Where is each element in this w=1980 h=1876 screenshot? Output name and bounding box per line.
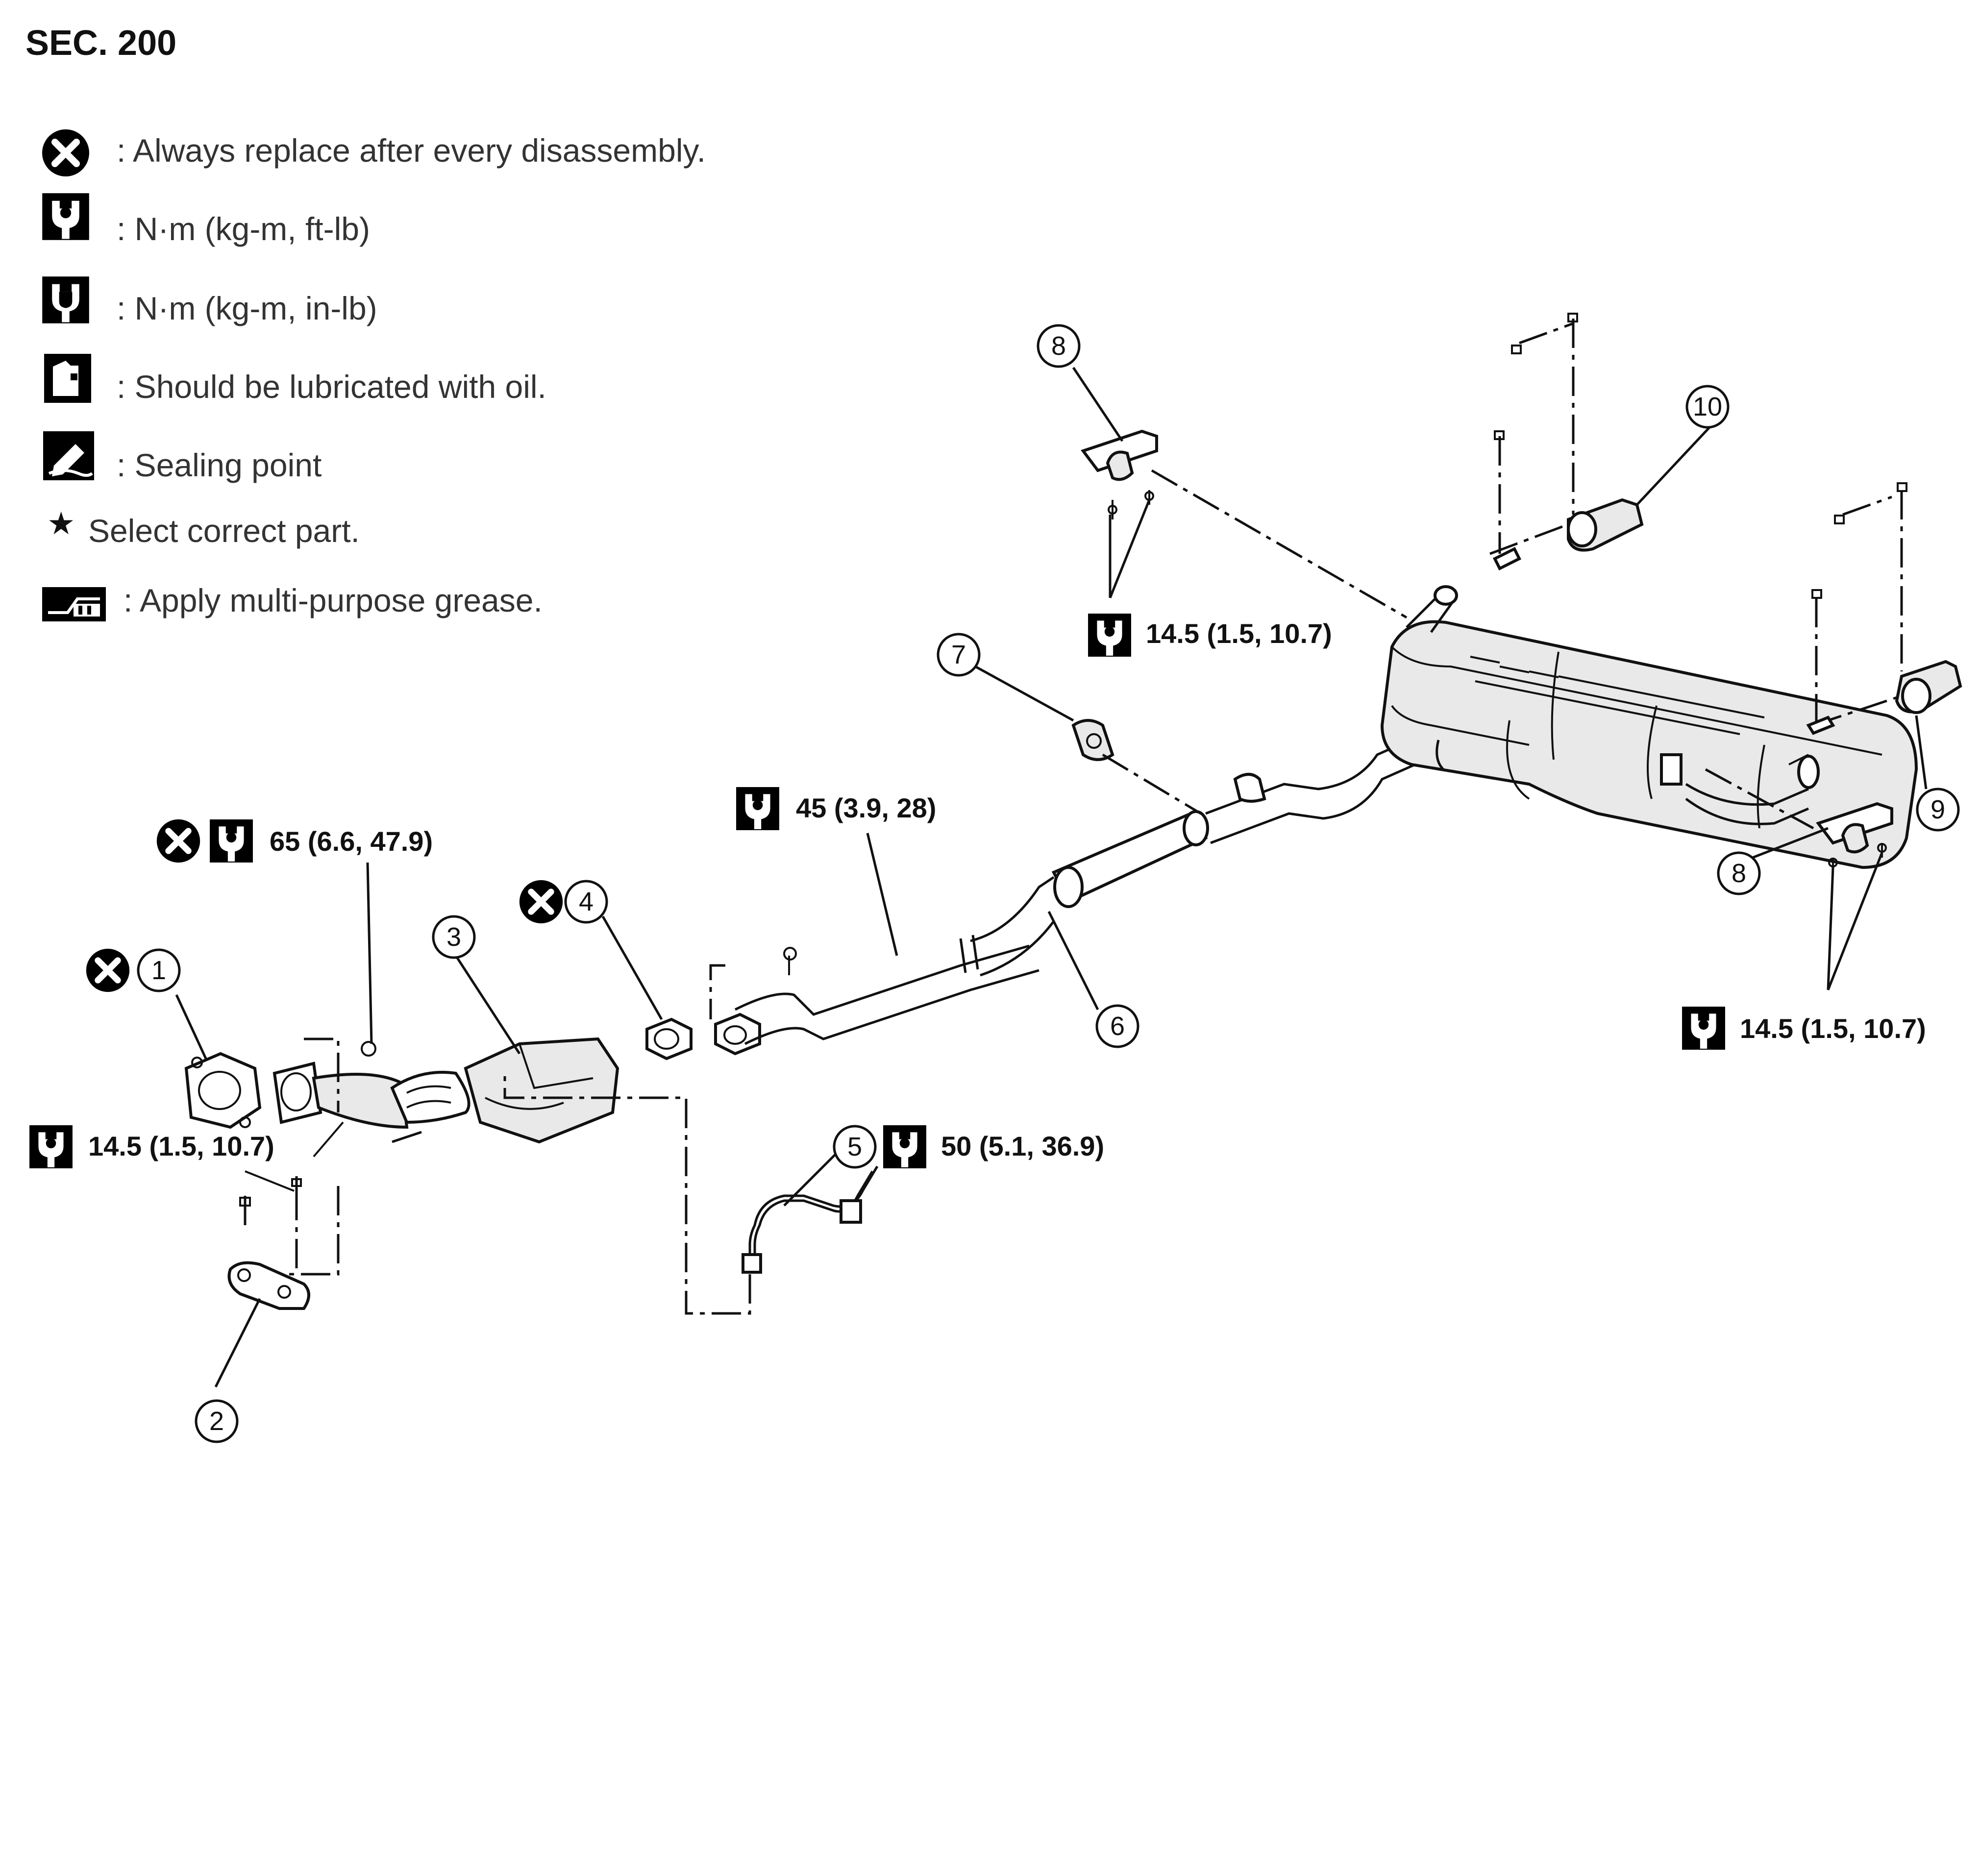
torque-front-tube-nut: 65 (6.6, 47.9) [270, 826, 433, 857]
torque-specs: 65 (6.6, 47.9) 14.5 (1.5, 10.7) 45 (3.9,… [29, 614, 1926, 1168]
part-10-finisher [1489, 313, 1644, 571]
svg-text:8: 8 [1732, 859, 1746, 888]
part-1-gasket [184, 1052, 262, 1129]
legend-torque-inlb-text: : N·m (kg-m, in-lb) [117, 290, 377, 326]
callout-1: 1 [137, 948, 181, 992]
callout-2: 2 [195, 1399, 239, 1443]
legend-sealing-text: : Sealing point [117, 447, 322, 483]
torque-rear-mount-right: 14.5 (1.5, 10.7) [1740, 1013, 1926, 1044]
callout-10: 10 [1685, 385, 1730, 429]
stud-nut [361, 1041, 376, 1057]
callout-3: 3 [432, 915, 476, 959]
legend-replace-text: : Always replace after every disassembly… [117, 132, 706, 169]
part-9-finisher [1806, 482, 1962, 735]
callout-9: 9 [1916, 788, 1960, 832]
oil-can-icon [44, 354, 91, 403]
legend: : Always replace after every disassembly… [42, 129, 706, 621]
torque-rear-mount-left: 14.5 (1.5, 10.7) [1146, 618, 1332, 649]
part-6-center-tube [709, 729, 1466, 1056]
torque-wrench-icon [1088, 614, 1131, 657]
part-8-lower-bracket [1705, 768, 1893, 872]
svg-text:8: 8 [1051, 331, 1066, 361]
torque-front-bracket-bolts: 14.5 (1.5, 10.7) [88, 1131, 274, 1161]
svg-text:10: 10 [1693, 392, 1722, 421]
legend-oil-text: : Should be lubricated with oil. [117, 369, 546, 405]
svg-text:6: 6 [1110, 1012, 1125, 1041]
torque-wrench-solid-icon [42, 276, 89, 323]
callout-8-upper: 8 [1037, 324, 1081, 368]
svg-text:7: 7 [951, 640, 966, 669]
part-8-upper-bracket [1081, 429, 1408, 619]
torque-center-tube-nut: 45 (3.9, 28) [796, 792, 936, 823]
section-title: SEC. 200 [25, 24, 176, 63]
legend-grease-text: : Apply multi-purpose grease. [124, 582, 543, 618]
legend-star-text: Select correct part. [88, 513, 360, 549]
torque-wrench-icon [29, 1125, 73, 1168]
callouts: 1 2 3 4 5 6 7 8 [137, 324, 1960, 1443]
svg-text:5: 5 [847, 1132, 862, 1161]
torque-wrench-icon [736, 787, 779, 830]
callout-7: 7 [937, 633, 981, 677]
torque-wrench-icon [883, 1125, 926, 1168]
leader-lines [175, 367, 1928, 1388]
callout-6: 6 [1095, 1004, 1139, 1048]
torque-wrench-icon [210, 819, 253, 863]
torque-wrench-icon [1682, 1007, 1725, 1050]
replace-x-icon [42, 129, 89, 176]
replace-x-icon [157, 819, 200, 863]
svg-text:3: 3 [446, 922, 461, 952]
part-7-rubber-mount [1071, 719, 1266, 815]
replace-x-icon [86, 949, 129, 992]
legend-torque-ftlb-text: : N·m (kg-m, ft-lb) [117, 211, 370, 247]
part-3-front-tube [272, 1037, 619, 1158]
torque-wrench-icon [42, 193, 89, 240]
svg-text:1: 1 [151, 956, 166, 985]
exhaust-drawing [184, 313, 1962, 1315]
grease-icon [42, 587, 106, 621]
main-muffler [1380, 585, 1918, 869]
callout-4: 4 [564, 880, 608, 924]
torque-oxygen-sensor: 50 (5.1, 36.9) [941, 1131, 1104, 1161]
callout-5: 5 [833, 1125, 877, 1169]
part-4-gasket [645, 1017, 693, 1061]
part-2-bracket [227, 1037, 340, 1310]
svg-text:4: 4 [579, 887, 594, 916]
star-icon: ★ [47, 506, 75, 541]
svg-text:2: 2 [209, 1407, 224, 1436]
callout-8-lower: 8 [1717, 851, 1761, 895]
part-5-oxygen-sensor [503, 1073, 879, 1315]
replace-x-icon [520, 880, 563, 923]
sealing-point-icon [43, 431, 94, 480]
svg-text:9: 9 [1930, 795, 1945, 824]
